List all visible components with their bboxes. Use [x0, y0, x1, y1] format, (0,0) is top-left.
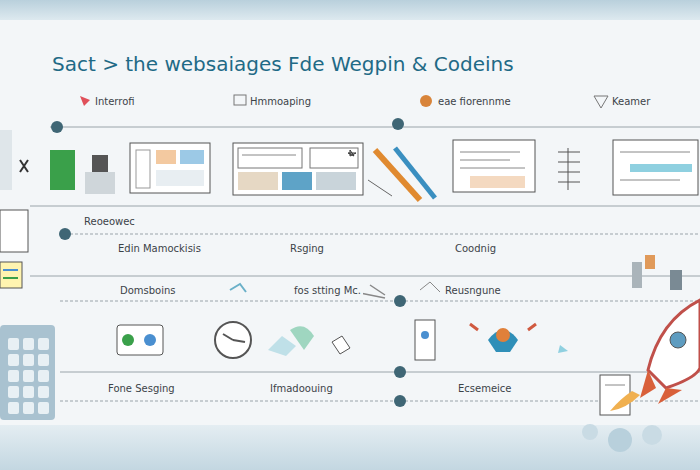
timeline-dots [51, 118, 406, 407]
step-label: Rsging [288, 243, 326, 255]
step-label: Fone Sesging [106, 383, 177, 395]
step-label: Keamer [610, 96, 652, 108]
calculator [0, 325, 55, 420]
calculator-key [8, 402, 19, 414]
step-label: fos stting Mc. [292, 285, 363, 297]
mockup-screens [130, 143, 363, 195]
calculator-key [23, 386, 34, 398]
calculator-key [23, 354, 34, 366]
calculator-key [23, 402, 34, 414]
calculator-key [38, 354, 49, 366]
step-label: Edin Mamockisis [116, 243, 203, 255]
step-label: Interrofi [93, 96, 137, 108]
rocket [582, 300, 700, 452]
calculator-key [38, 370, 49, 382]
timeline-lines [30, 127, 700, 401]
step-label: eae fiorennme [436, 96, 513, 108]
title: Sact > the websaiages Fde Wegpin & Codei… [52, 52, 514, 76]
pencils [368, 148, 435, 200]
calculator-key [8, 386, 19, 398]
step-label: Reoeowec [82, 216, 137, 228]
calculator-key [38, 402, 49, 414]
calculator-key [8, 338, 19, 350]
calculator-key [8, 370, 19, 382]
calculator-key [23, 370, 34, 382]
bottom-band [0, 425, 700, 470]
step-label: Coodnig [453, 243, 498, 255]
calculator-key [38, 386, 49, 398]
header-icons [80, 95, 608, 108]
step-label: Reusngune [443, 285, 503, 297]
step-label: Ifmadoouing [268, 383, 335, 395]
left-files [0, 130, 115, 288]
process-icons [117, 255, 682, 415]
calculator-key [23, 338, 34, 350]
top-band [0, 0, 700, 20]
step-label: Domsboins [118, 285, 178, 297]
calculator-key [38, 338, 49, 350]
document [453, 140, 698, 195]
calculator-key [8, 354, 19, 366]
step-label: Ecsemeice [456, 383, 514, 395]
step-label: Hmmoaping [248, 96, 313, 108]
